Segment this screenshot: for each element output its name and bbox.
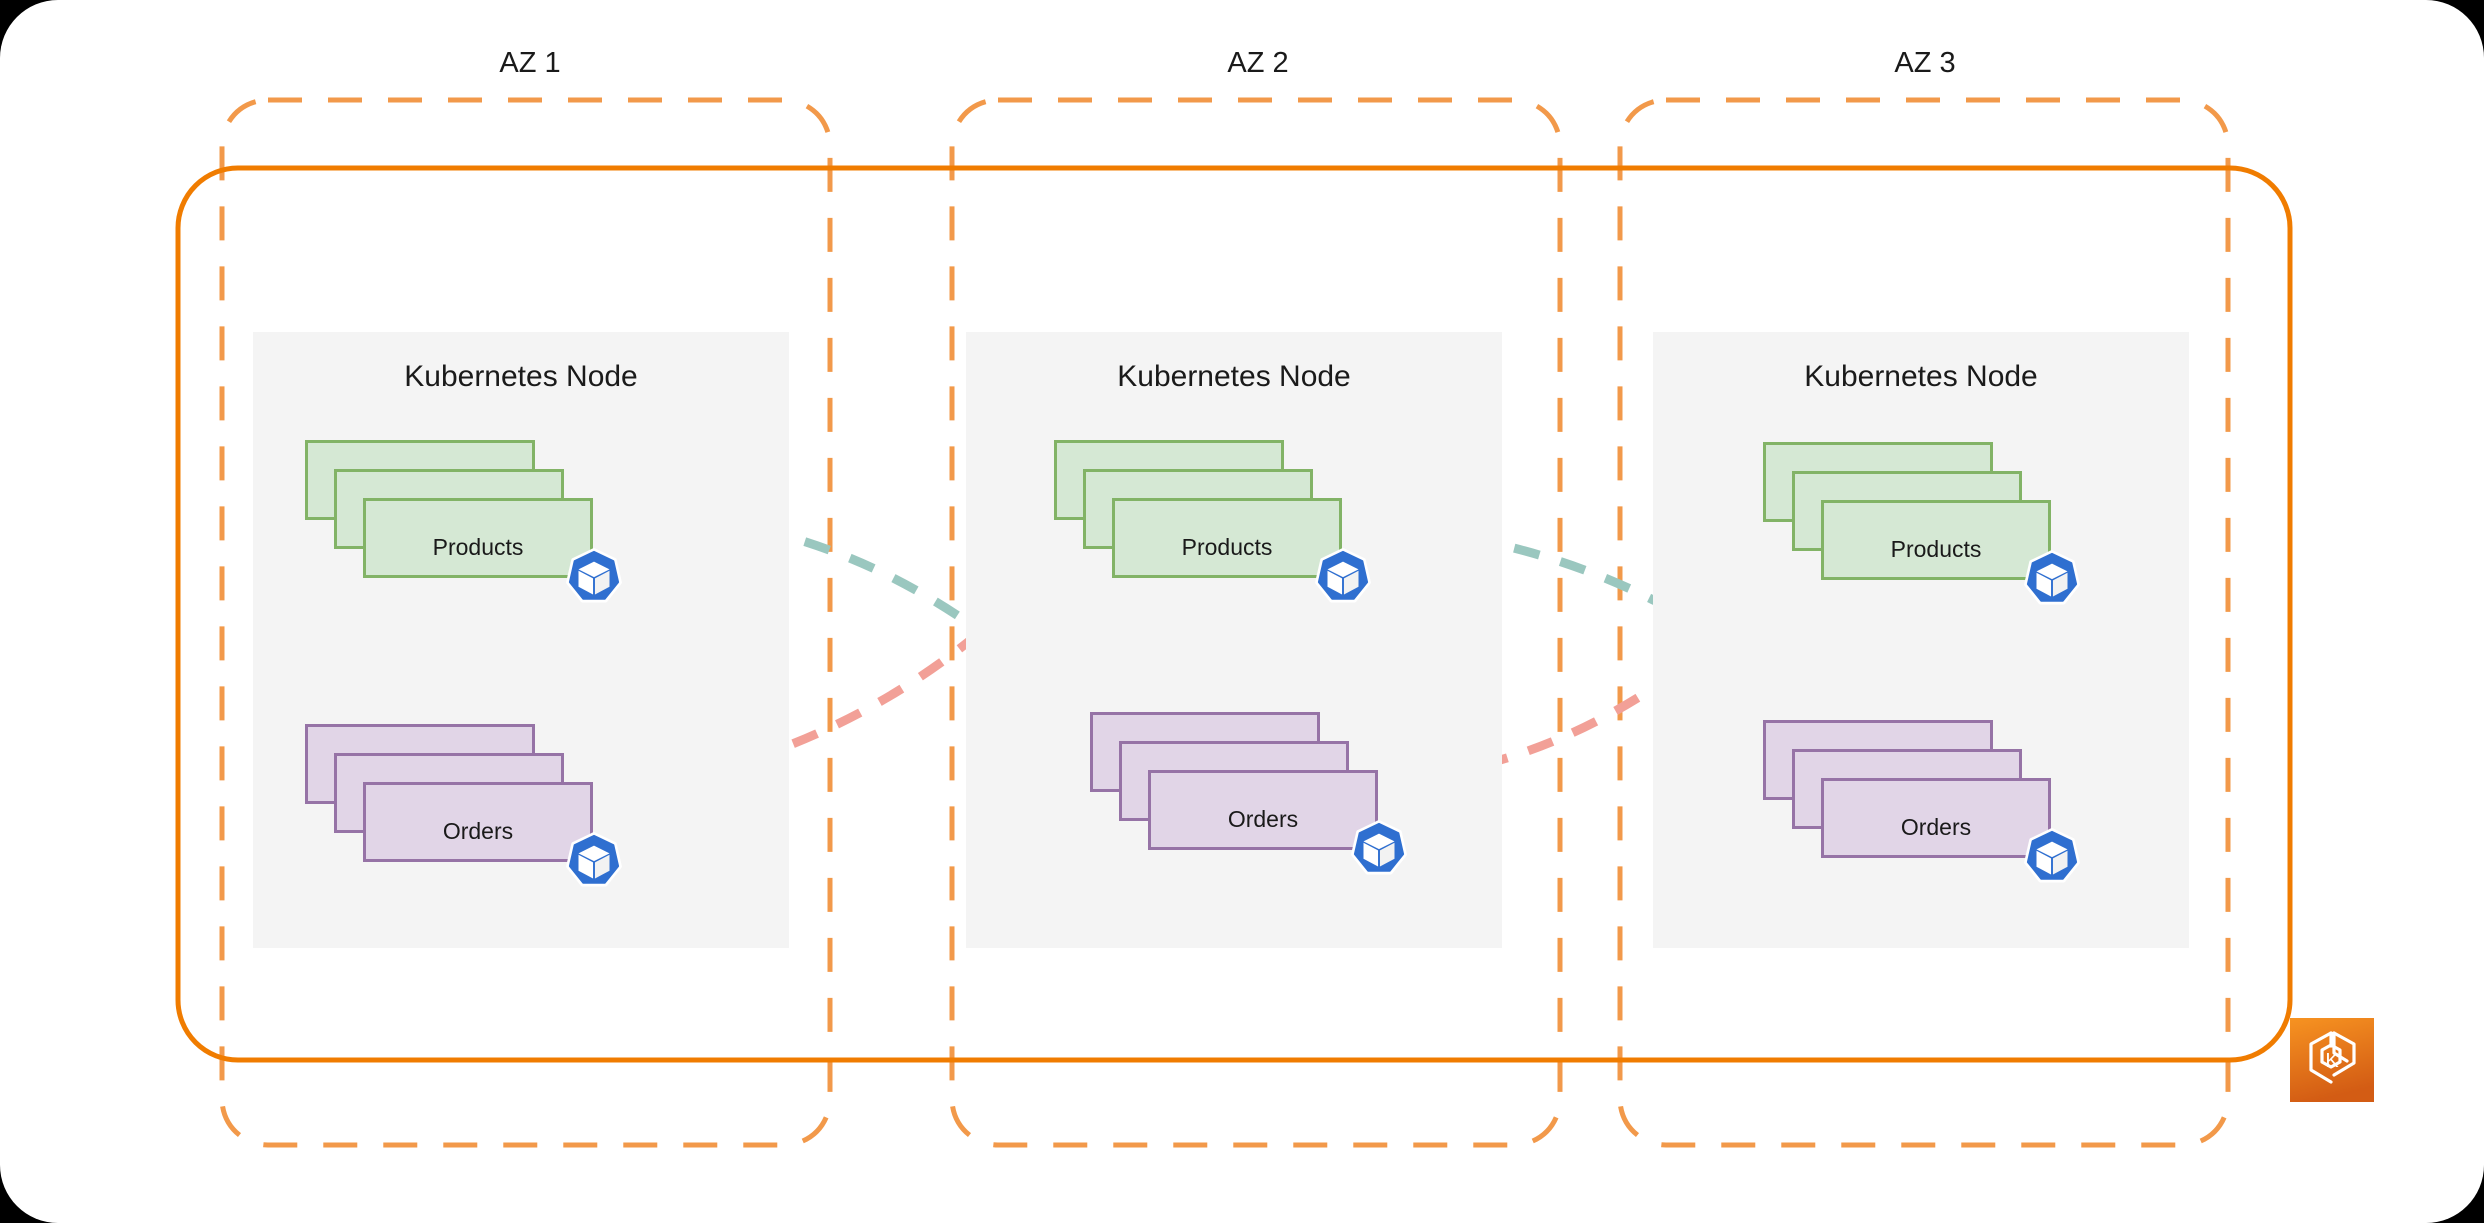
kubernetes-icon bbox=[2024, 828, 2080, 883]
pod-stack-orders-az3[interactable]: Orders bbox=[1763, 720, 2080, 883]
aws-eks-logo-icon: K bbox=[2290, 1018, 2374, 1102]
az-label-3: AZ 3 bbox=[1894, 47, 1956, 79]
pod-orders-front[interactable]: Orders bbox=[1821, 778, 2051, 858]
pod-products-front[interactable]: Products bbox=[363, 498, 593, 578]
pod-label-products: Products bbox=[1890, 536, 1982, 562]
az-label-1: AZ 1 bbox=[499, 47, 561, 79]
pod-label-orders: Orders bbox=[1227, 806, 1299, 832]
kubernetes-icon bbox=[1315, 548, 1371, 603]
pod-orders-front[interactable]: Orders bbox=[1148, 770, 1378, 850]
pod-stack-products-az1[interactable]: Products bbox=[305, 440, 622, 603]
az-boundary-2 bbox=[949, 97, 1563, 1148]
az-boundary-1 bbox=[219, 97, 833, 1148]
pod-stack-products-az2[interactable]: Products bbox=[1054, 440, 1371, 603]
kubernetes-node-az3: Kubernetes Node Products bbox=[1653, 332, 2189, 948]
pod-stack-orders-az1[interactable]: Orders bbox=[305, 724, 622, 887]
node-title-az3: Kubernetes Node bbox=[1804, 360, 2038, 393]
node-title-az1: Kubernetes Node bbox=[404, 360, 638, 393]
kubernetes-icon bbox=[2024, 550, 2080, 605]
kubernetes-icon bbox=[1351, 820, 1407, 875]
pod-orders-front[interactable]: Orders bbox=[363, 782, 593, 862]
pod-label-orders: Orders bbox=[1900, 814, 1972, 840]
pod-label-products: Products bbox=[432, 534, 524, 560]
pod-stack-products-az3[interactable]: Products bbox=[1763, 442, 2080, 605]
kubernetes-node-az2: Kubernetes Node Products bbox=[966, 332, 1502, 948]
pod-label-products: Products bbox=[1181, 534, 1273, 560]
connector-orders-az2-products-az3 bbox=[1387, 554, 1836, 787]
az-boundary-3 bbox=[1617, 97, 2231, 1148]
pod-label-orders: Orders bbox=[442, 818, 514, 844]
kubernetes-icon bbox=[566, 832, 622, 887]
pod-products-front[interactable]: Products bbox=[1112, 498, 1342, 578]
node-title-az2: Kubernetes Node bbox=[1117, 360, 1351, 393]
kubernetes-icon bbox=[566, 548, 622, 603]
pod-products-front[interactable]: Products bbox=[1821, 500, 2051, 580]
cluster-boundary bbox=[175, 165, 2293, 1063]
svg-text:K: K bbox=[2325, 1050, 2339, 1072]
pod-stack-orders-az2[interactable]: Orders bbox=[1090, 712, 1407, 875]
kubernetes-node-az1: Kubernetes Node Products bbox=[253, 332, 789, 948]
az-label-2: AZ 2 bbox=[1227, 47, 1289, 79]
